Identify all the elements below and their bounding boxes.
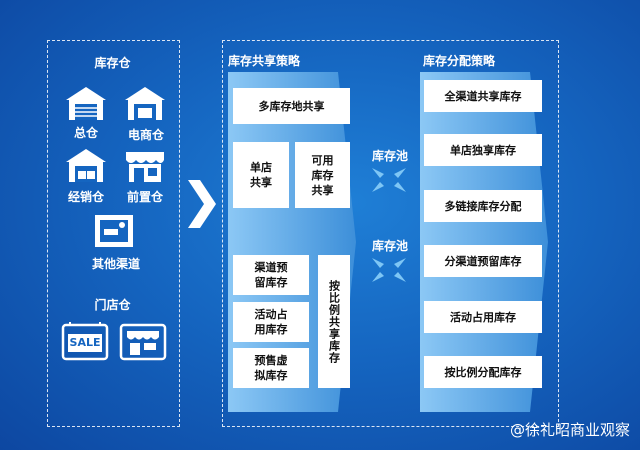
dealer-warehouse-label: 经销仓 — [67, 190, 104, 204]
presale-virtual-box: 预售虚 拟库存 — [233, 348, 309, 388]
main-warehouse-label: 总仓 — [73, 126, 98, 140]
allocation-item-single-store: 单店独享库存 — [424, 134, 542, 166]
ecommerce-warehouse-icon — [125, 87, 165, 120]
single-store-sharing-box: 单店 共享 — [233, 142, 289, 208]
other-channels-label: 其他渠道 — [91, 257, 140, 271]
allocation-item-channel-reserved: 分渠道预留库存 — [424, 245, 542, 277]
front-warehouse-icon — [126, 152, 164, 182]
store-front-icon — [119, 323, 167, 361]
store-sale-icon — [61, 322, 109, 361]
front-warehouse-label: 前置仓 — [126, 190, 163, 204]
converge-arrows-icon-2 — [372, 258, 406, 282]
store-warehouse-title: 门店仓 — [94, 298, 131, 312]
dealer-warehouse-icon — [66, 149, 106, 182]
allocation-strategy-title: 库存分配策略 — [423, 54, 496, 68]
main-warehouse-icon — [66, 87, 106, 120]
watermark: @徐礼昭商业观察 — [510, 419, 630, 440]
sharing-strategy-title: 库存共享策略 — [228, 54, 301, 68]
inventory-pool-label-1: 库存池 — [371, 149, 408, 163]
allocation-item-activity: 活动占用库存 — [424, 301, 542, 333]
strategy-panel — [222, 40, 559, 427]
inventory-pool-label-2: 库存池 — [371, 239, 408, 253]
multi-location-sharing-box: 多库存地共享 — [233, 88, 350, 124]
watermark-text: @徐礼昭商业观察 — [509, 421, 630, 439]
channel-reserved-box: 渠道预 留库存 — [233, 255, 309, 295]
allocation-item-multi-link: 多链接库存分配 — [424, 190, 542, 222]
warehouse-panel — [47, 40, 180, 427]
ecommerce-warehouse-label: 电商仓 — [127, 128, 164, 142]
flow-chevron-icon — [188, 180, 216, 228]
warehouse-title: 库存仓 — [94, 56, 131, 70]
activity-occupied-box: 活动占 用库存 — [233, 302, 309, 342]
other-channels-icon — [95, 215, 133, 247]
allocation-item-proportional: 按比例分配库存 — [424, 356, 542, 388]
available-stock-sharing-box: 可用 库存 共享 — [295, 142, 350, 208]
sale-sign-text: SALE — [69, 336, 101, 349]
proportional-sharing-box: 按比例共享库存 — [318, 255, 350, 388]
allocation-item-all-channel: 全渠道共享库存 — [424, 80, 542, 112]
converge-arrows-icon-1 — [372, 168, 406, 192]
